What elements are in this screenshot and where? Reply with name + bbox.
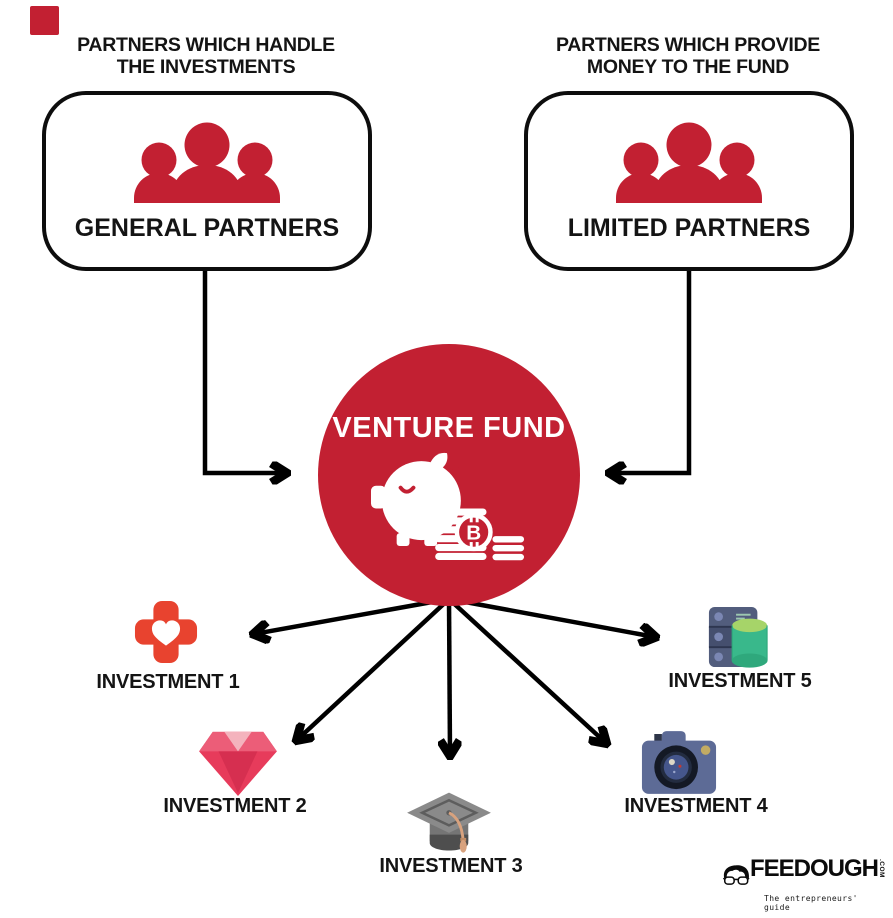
general-partners-title: GENERAL PARTNERS [74,214,340,242]
ruby-gem-icon [199,731,277,797]
limited-partners-box: LIMITED PARTNERS [524,91,854,271]
investment-2-label: INVESTMENT 2 [163,795,307,817]
arrow-general-to-fund [202,262,286,473]
piggy-bank-bitcoin-coins-icon: B [370,452,525,561]
venture-fund-title: VENTURE FUND [332,412,566,444]
medical-cross-heart-icon [134,600,198,664]
face-with-glasses-icon [723,865,750,885]
arrow-fund-to-investment-2 [297,597,451,740]
investment-4-label: INVESTMENT 4 [624,795,768,817]
graduation-cap-icon [407,792,491,853]
general-partners-box: GENERAL PARTNERS [42,91,372,271]
arrow-fund-to-investment-1 [254,596,450,634]
investment-5-label: INVESTMENT 5 [668,670,812,692]
logo-tld-text: .COM [878,859,885,878]
caption-line: THE INVESTMENTS [116,56,296,78]
caption-line: PARTNERS WHICH PROVIDE [556,34,820,56]
caption-line: MONEY TO THE FUND [586,56,790,78]
investment-1-label: INVESTMENT 1 [96,671,240,693]
venture-fund-circle: VENTURE FUND B [318,344,580,606]
camera-icon [641,731,717,794]
arrow-limited-to-fund [610,262,692,473]
red-corner-mark [30,6,59,35]
feedough-logo: FEEDOUGH .COM The entrepreneurs' guide [723,856,885,912]
arrow-fund-to-investment-5 [448,596,655,637]
logo-brand-text: FEEDOUGH [749,855,879,882]
arrow-fund-to-investment-4 [447,597,606,743]
group-of-people-icon [616,122,762,203]
logo-tagline: The entrepreneurs' guide [764,894,858,912]
server-database-icon [708,606,768,668]
investment-3-label: INVESTMENT 3 [379,855,523,877]
limited-partners-title: LIMITED PARTNERS [567,214,811,242]
caption-limited-partners: PARTNERS WHICH PROVIDE MONEY TO THE FUND [523,34,853,78]
group-of-people-icon [134,122,280,203]
arrow-fund-to-investment-3 [449,598,450,755]
svg-text:B: B [466,522,481,545]
caption-general-partners: PARTNERS WHICH HANDLE THE INVESTMENTS [41,34,371,78]
caption-line: PARTNERS WHICH HANDLE [77,34,335,56]
